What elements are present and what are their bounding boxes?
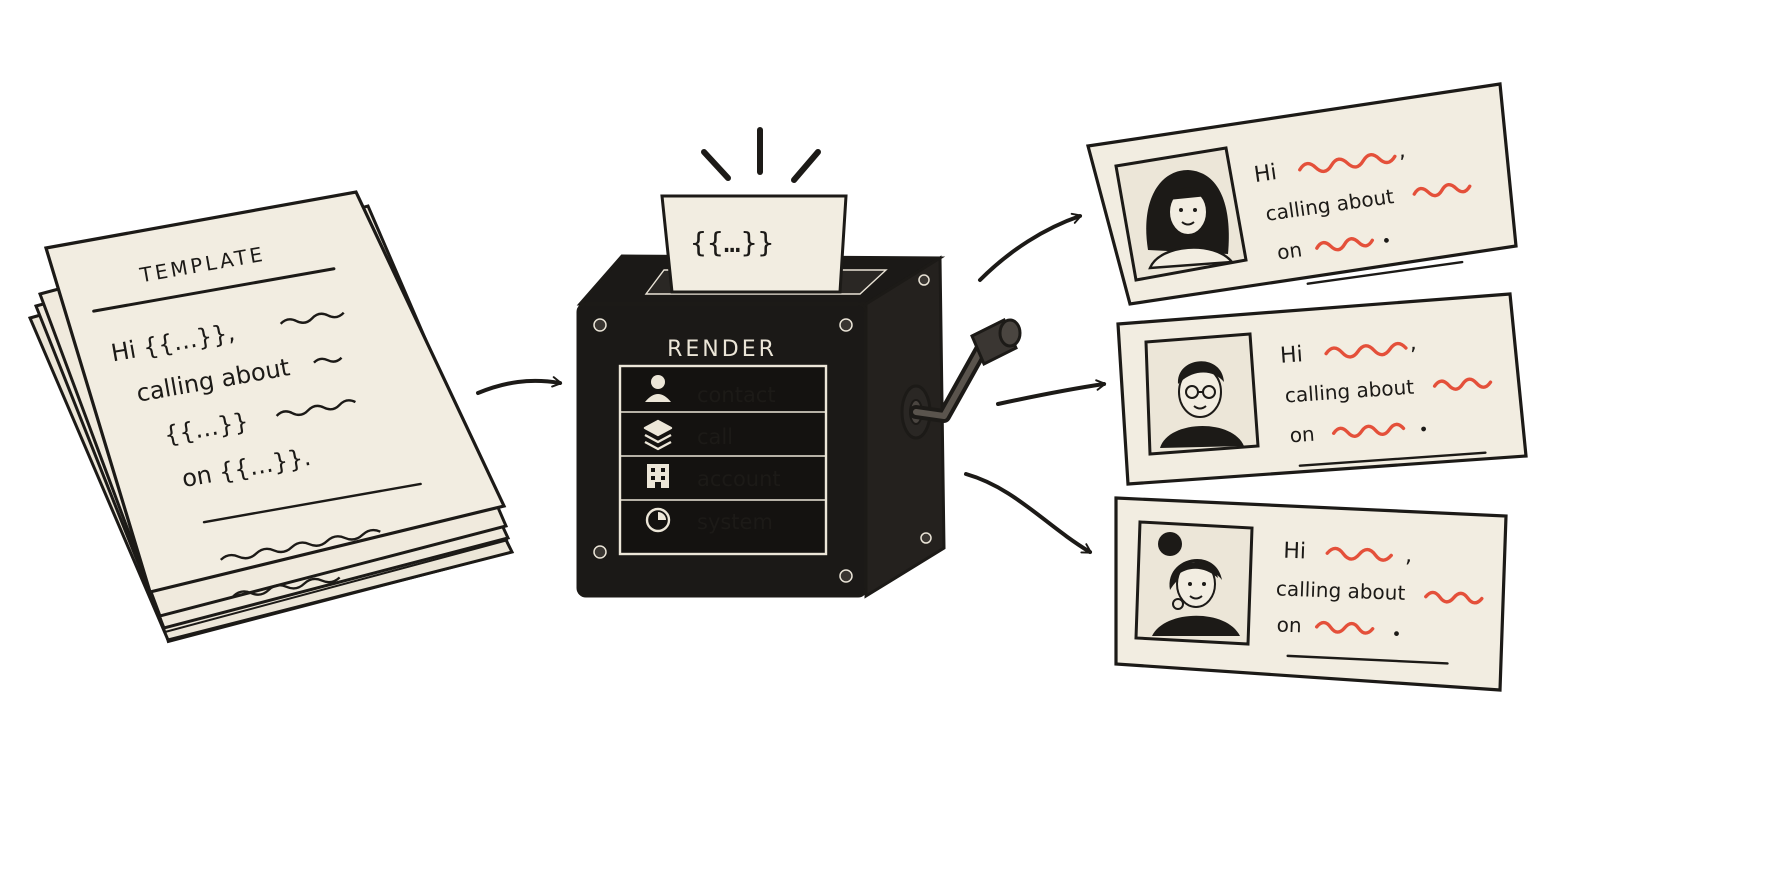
man-glasses-avatar	[1160, 361, 1244, 448]
output-greeting: Hi	[1279, 342, 1303, 369]
machine-rivets	[593, 274, 932, 583]
output-greeting: Hi	[1283, 539, 1307, 565]
template-sheet	[43, 190, 507, 594]
clock-icon	[645, 507, 671, 533]
output-value-scribble	[1325, 546, 1393, 562]
output-value-scribble	[1298, 153, 1397, 174]
template-heading-rule	[92, 267, 336, 313]
output-value-scribble	[1424, 590, 1484, 605]
output-rule	[1298, 451, 1487, 467]
sparkle-right	[791, 149, 821, 183]
output-value-scribble	[1314, 620, 1375, 635]
output-value-scribble	[1412, 183, 1472, 198]
template-card: {{…}}	[660, 194, 848, 294]
template-scribble-4	[219, 528, 381, 561]
machine-row-contact: contact	[645, 375, 776, 407]
output-period	[1394, 631, 1399, 637]
layers-icon	[643, 419, 673, 451]
rivet	[920, 532, 932, 544]
building-icon	[647, 464, 669, 488]
output-comma: ,	[1405, 543, 1413, 568]
output-on: on	[1289, 422, 1316, 448]
output-avatar-3	[1134, 520, 1254, 646]
machine-title: RENDER	[667, 337, 777, 362]
template-scribble-1	[279, 311, 345, 325]
output-greeting: Hi	[1252, 160, 1278, 188]
arrow-machine-to-output-3	[964, 472, 1092, 554]
output-rule	[1286, 654, 1449, 665]
rivet	[593, 318, 607, 332]
machine-row-label: call	[697, 425, 733, 449]
woman-long-hair-avatar	[1146, 170, 1235, 270]
output-comma: ,	[1409, 330, 1418, 355]
output-card-2: Hi , calling about on	[1116, 292, 1528, 486]
template-scribble-5	[232, 576, 341, 598]
render-machine: {{…}} RENDER contact	[576, 127, 1022, 599]
output-about: calling about	[1276, 576, 1406, 605]
template-scribble-3	[275, 399, 356, 417]
template-scribble-2	[313, 356, 343, 364]
output-on: on	[1275, 237, 1303, 264]
output-avatar-2	[1144, 332, 1260, 456]
output-on: on	[1276, 612, 1302, 637]
output-rule	[1306, 260, 1464, 285]
template-rule-1	[202, 482, 422, 524]
output-comma: ,	[1396, 138, 1406, 164]
output-card-1: Hi , calling about on	[1085, 82, 1518, 306]
output-period	[1421, 426, 1426, 432]
rivet	[839, 569, 853, 583]
template-stack: TEMPLATE Hi {{…}}, calling about {{…}} o…	[27, 190, 515, 644]
rivet	[593, 545, 607, 559]
arrow-machine-to-output-2	[996, 379, 1107, 406]
output-value-scribble	[1324, 341, 1408, 359]
output-value-scribble	[1331, 422, 1406, 438]
output-value-scribble	[1432, 377, 1493, 391]
rivet	[918, 274, 930, 286]
machine-row-label: system	[697, 510, 773, 534]
machine-row-label: contact	[697, 383, 776, 407]
output-period	[1384, 237, 1389, 243]
template-card-text: {{…}}	[690, 226, 774, 259]
arrow-template-to-machine	[476, 376, 563, 395]
arrow-machine-to-output-1	[978, 212, 1083, 282]
output-card-3: Hi , calling about on	[1114, 496, 1508, 692]
output-avatar-1	[1114, 146, 1248, 282]
machine-row-call: call	[643, 419, 733, 451]
crank-handle	[900, 317, 1022, 440]
rivet	[839, 318, 853, 332]
person-icon	[645, 375, 671, 402]
machine-row-label: account	[697, 467, 781, 491]
output-value-scribble	[1315, 237, 1375, 252]
machine-row-system: system	[645, 507, 773, 534]
sparkle-left	[701, 149, 731, 181]
machine-row-account: account	[647, 464, 781, 491]
woman-bun-avatar	[1152, 532, 1240, 636]
